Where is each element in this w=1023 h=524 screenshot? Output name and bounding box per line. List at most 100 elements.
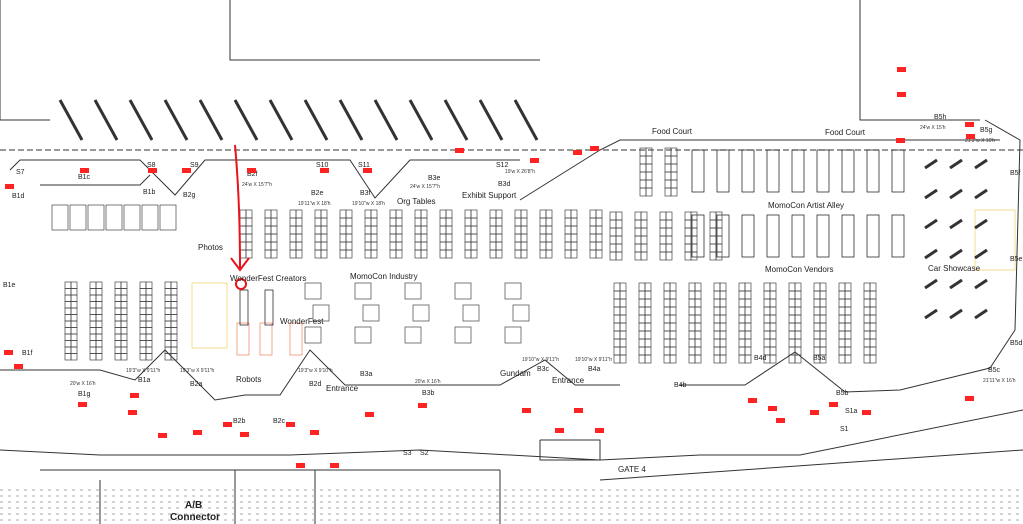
booth bbox=[634, 219, 642, 229]
booth bbox=[863, 338, 871, 348]
exit-sign bbox=[247, 168, 256, 173]
loading-truck bbox=[128, 99, 154, 141]
booth bbox=[570, 217, 578, 227]
booth bbox=[314, 217, 322, 227]
booth bbox=[239, 217, 247, 227]
booth bbox=[589, 209, 597, 219]
booth bbox=[270, 241, 278, 251]
exit-sign bbox=[130, 393, 139, 398]
booth bbox=[645, 171, 653, 181]
booth bbox=[595, 241, 603, 251]
booth bbox=[639, 155, 647, 165]
booth bbox=[120, 340, 128, 348]
booth bbox=[659, 251, 667, 261]
room-code: B3f bbox=[360, 190, 371, 197]
booth bbox=[64, 288, 72, 296]
room-code: S7 bbox=[16, 169, 25, 176]
room-code: B3a bbox=[360, 371, 373, 378]
booth bbox=[89, 301, 97, 309]
booth bbox=[345, 233, 353, 243]
wonderfest-table bbox=[264, 289, 274, 326]
booth bbox=[95, 327, 103, 335]
booth bbox=[464, 241, 472, 251]
booth bbox=[170, 301, 178, 309]
booth bbox=[713, 322, 721, 332]
booth bbox=[564, 209, 572, 219]
booth bbox=[70, 320, 78, 328]
showcase-car bbox=[974, 158, 988, 170]
booth bbox=[420, 249, 428, 259]
booth bbox=[64, 281, 72, 289]
booth bbox=[114, 327, 122, 335]
exit-sign bbox=[5, 184, 14, 189]
booth bbox=[145, 301, 153, 309]
booth bbox=[638, 338, 646, 348]
booth bbox=[659, 235, 667, 245]
booth bbox=[645, 155, 653, 165]
booth bbox=[709, 211, 717, 221]
room-code: B2b bbox=[233, 418, 246, 425]
loading-truck bbox=[268, 99, 294, 141]
exit-sign bbox=[590, 146, 599, 151]
room-code: B5g bbox=[980, 127, 993, 134]
label-wonderfest: WonderFest bbox=[280, 317, 324, 326]
room-code: B2d bbox=[309, 381, 322, 388]
booth bbox=[644, 346, 652, 356]
booth bbox=[520, 225, 528, 235]
booth bbox=[869, 330, 877, 340]
booth bbox=[170, 281, 178, 289]
booth bbox=[769, 298, 777, 308]
booth bbox=[120, 307, 128, 315]
exit-sign bbox=[966, 134, 975, 139]
artist-alley-table-row bbox=[891, 149, 905, 193]
booth bbox=[114, 333, 122, 341]
booth bbox=[688, 306, 696, 316]
room-dimensions: 24'w X 15'h bbox=[920, 125, 946, 131]
booth bbox=[120, 327, 128, 335]
label-wonderfest-creators: WonderFest Creators bbox=[230, 274, 307, 283]
booth bbox=[489, 249, 497, 259]
booth bbox=[514, 217, 522, 227]
booth bbox=[495, 241, 503, 251]
booth bbox=[470, 209, 478, 219]
booth bbox=[545, 233, 553, 243]
booth bbox=[644, 338, 652, 348]
booth bbox=[114, 314, 122, 322]
booth bbox=[520, 241, 528, 251]
booth bbox=[670, 187, 678, 197]
booth bbox=[663, 354, 671, 364]
label-artist-alley: MomoCon Artist Alley bbox=[768, 201, 845, 210]
booth bbox=[719, 306, 727, 316]
exit-sign bbox=[80, 168, 89, 173]
booth bbox=[638, 354, 646, 364]
booth bbox=[669, 338, 677, 348]
booth bbox=[639, 179, 647, 189]
booth bbox=[869, 290, 877, 300]
booth bbox=[619, 322, 627, 332]
booth bbox=[688, 290, 696, 300]
artist-alley-table-row bbox=[816, 214, 830, 258]
booth bbox=[320, 209, 328, 219]
exit-sign bbox=[897, 67, 906, 72]
showcase-car bbox=[949, 248, 963, 260]
booth bbox=[844, 354, 852, 364]
booth bbox=[738, 298, 746, 308]
booth bbox=[464, 249, 472, 259]
booth bbox=[570, 249, 578, 259]
booth bbox=[504, 282, 522, 300]
room-code: B1f bbox=[22, 350, 33, 357]
booth bbox=[788, 330, 796, 340]
booth bbox=[114, 294, 122, 302]
booth bbox=[164, 320, 172, 328]
booth bbox=[404, 282, 422, 300]
room-code: B5d bbox=[1010, 340, 1023, 347]
booth bbox=[794, 290, 802, 300]
artist-alley-table-row bbox=[866, 149, 880, 193]
booth bbox=[640, 251, 648, 261]
booth bbox=[362, 304, 380, 322]
booth bbox=[738, 338, 746, 348]
exit-sign bbox=[574, 408, 583, 413]
booth bbox=[838, 290, 846, 300]
booth bbox=[164, 340, 172, 348]
booth bbox=[304, 326, 322, 344]
